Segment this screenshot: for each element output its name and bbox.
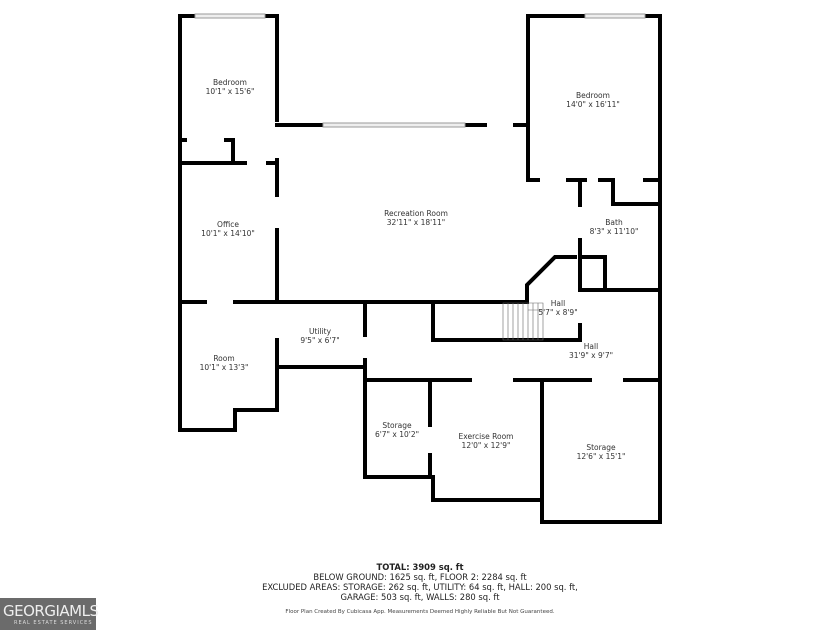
room-name: Utility [308,327,332,336]
room-name: Recreation Room [384,209,448,218]
room-dims: 10'1" x 14'10" [201,229,255,238]
room-dims: 5'7" x 8'9" [538,308,578,317]
room-dims: 10'1" x 15'6" [205,87,255,96]
room-dims: 9'5" x 6'7" [300,336,340,345]
logo-main: GEORGIAMLS [3,602,99,620]
room-dims: 6'7" x 10'2" [374,430,420,439]
room-dims: 32'11" x 18'11" [386,218,446,227]
area-line-2: EXCLUDED AREAS: STORAGE: 262 sq. ft, UTI… [262,582,578,592]
room-name: Bedroom [213,78,247,87]
area-line-1: BELOW GROUND: 1625 sq. ft, FLOOR 2: 2284… [313,572,527,582]
room-dims: 14'0" x 16'11" [566,100,620,109]
georgia-mls-logo: GEORGIAMLS REAL ESTATE SERVICES [0,598,99,630]
room-name: Storage [586,443,616,452]
room-dims: 12'6" x 15'1" [576,452,626,461]
room-name: Bedroom [576,91,610,100]
logo-sub: REAL ESTATE SERVICES [14,620,93,626]
room-name: Exercise Room [458,432,514,441]
area-line-3: GARAGE: 503 sq. ft, WALLS: 280 sq. ft [340,592,500,602]
room-name: Hall [583,342,599,351]
room-name: Bath [605,218,623,227]
room-name: Room [213,354,235,363]
room-dims: 10'1" x 13'3" [199,363,249,372]
credit-text: Floor Plan Created By Cubicasa App. Meas… [285,609,555,615]
area-summary: TOTAL: 3909 sq. ft BELOW GROUND: 1625 sq… [0,562,840,602]
room-name: Hall [550,299,566,308]
total-area: TOTAL: 3909 sq. ft [376,562,464,572]
room-name: Office [217,220,239,229]
room-dims: 31'9" x 9'7" [568,351,614,360]
room-dims: 12'0" x 12'9" [461,441,511,450]
room-dims: 8'3" x 11'10" [589,227,639,236]
room-name: Storage [382,421,412,430]
